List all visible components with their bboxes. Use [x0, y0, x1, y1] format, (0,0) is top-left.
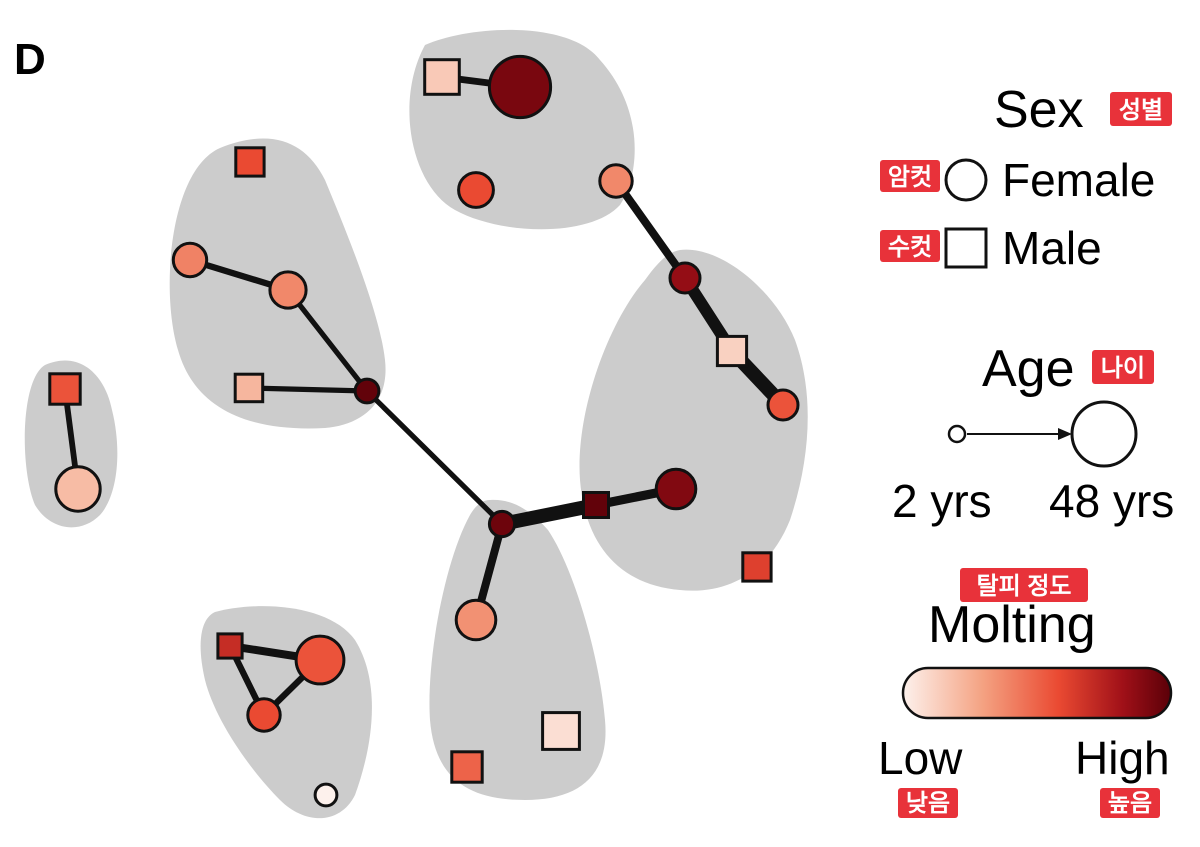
legend-age-max-label: 48 yrs	[1049, 475, 1174, 527]
network-nodes	[48, 54, 800, 808]
female-node	[487, 54, 553, 120]
female-node	[766, 388, 800, 422]
legend-high-kr-badge	[1100, 788, 1160, 818]
male-node	[741, 551, 773, 583]
legend-male-kr-badge	[880, 230, 940, 262]
female-node	[313, 782, 339, 808]
age-arrow-head-icon	[1058, 428, 1072, 440]
panel-label: D	[14, 35, 46, 84]
male-node	[423, 58, 461, 96]
legend-sex: Sex 성별 암컷 Female 수컷 Male	[880, 81, 1172, 274]
female-node	[654, 467, 698, 511]
network-edge	[285, 287, 370, 394]
female-node	[268, 270, 308, 310]
female-node	[487, 509, 517, 539]
female-node	[457, 171, 495, 209]
male-node	[541, 711, 581, 751]
legend-male-label: Male	[1002, 222, 1102, 274]
male-node	[216, 632, 244, 660]
legend-sex-kr-badge	[1110, 92, 1172, 126]
female-node	[171, 241, 209, 279]
female-node	[54, 465, 102, 513]
legend-male-kr-label: 수컷	[888, 234, 932, 261]
legend-female-kr-label: 암컷	[888, 164, 932, 191]
network-edge	[246, 385, 370, 394]
male-node	[450, 750, 484, 784]
legend-molting-title: Molting	[928, 596, 1096, 654]
legend-female-label: Female	[1002, 154, 1155, 206]
legend-age: Age 나이 2 yrs 48 yrs	[892, 340, 1174, 527]
male-square-icon	[944, 227, 988, 269]
male-node	[582, 491, 610, 519]
network-edge	[364, 388, 505, 527]
legend-molting-kr-badge	[960, 568, 1088, 602]
legend-age-kr-label: 나이	[1101, 355, 1145, 382]
male-node	[234, 146, 266, 178]
molting-colorbar	[901, 666, 1173, 720]
male-node	[715, 334, 749, 368]
male-node	[233, 372, 265, 404]
female-node	[246, 697, 282, 733]
legend-low-kr-badge	[898, 788, 958, 818]
female-node	[598, 163, 634, 199]
legend-molting: 탈피 정도 Molting Low High 낮음 높음	[878, 568, 1173, 818]
female-node	[454, 598, 498, 642]
female-node	[353, 377, 381, 405]
network-edge	[495, 498, 603, 531]
legend-molting-low-label: Low	[878, 732, 963, 784]
legend-sex-kr-label: 성별	[1119, 97, 1163, 124]
group-hull	[579, 249, 808, 591]
legend-age-kr-badge	[1092, 350, 1154, 384]
legend-female-kr-badge	[880, 160, 940, 192]
legend-molting-high-label: High	[1075, 732, 1170, 784]
female-circle-icon	[944, 158, 988, 202]
legend-age-min-label: 2 yrs	[892, 475, 992, 527]
age-large-circle-icon	[1070, 400, 1138, 468]
group-hulls	[24, 29, 808, 819]
legend-molting-kr-label: 탈피 정도	[977, 573, 1072, 600]
male-node	[48, 372, 82, 406]
female-node	[668, 261, 702, 295]
network-edge	[612, 177, 689, 282]
legend-low-kr-label: 낮음	[906, 790, 950, 817]
female-node	[294, 634, 346, 686]
legend-age-title: Age	[982, 340, 1075, 398]
legend-high-kr-label: 높음	[1108, 790, 1152, 817]
legend-sex-title: Sex	[994, 81, 1084, 139]
age-small-circle-icon	[947, 424, 967, 444]
